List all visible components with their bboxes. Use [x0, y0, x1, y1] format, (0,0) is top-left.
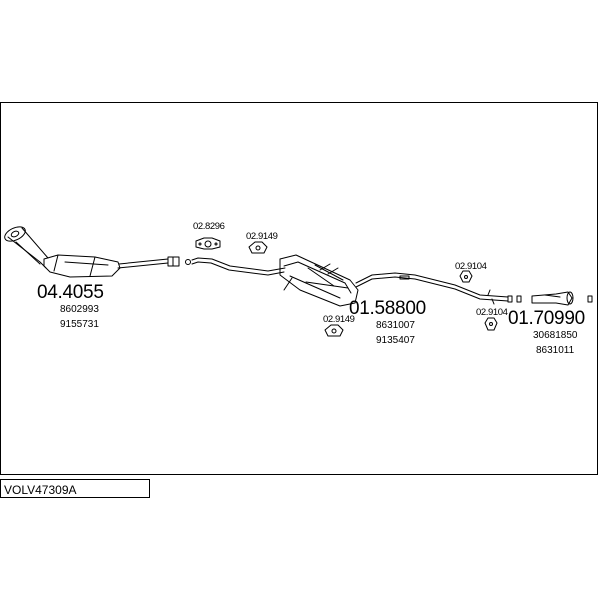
pipe-connector	[167, 256, 191, 267]
diagram-code-box: VOLV47309A	[0, 479, 150, 498]
center-muffler-part[interactable]	[279, 254, 359, 307]
center-muffler-number: 01.58800	[349, 298, 426, 319]
rear-pipe-part[interactable]	[531, 291, 593, 306]
hanger-a-part[interactable]	[248, 241, 268, 254]
hanger-d-part[interactable]	[484, 317, 498, 331]
hanger-d-number: 02.9104	[476, 307, 508, 318]
gasket-part[interactable]	[195, 237, 221, 250]
center-muffler-ref-2: 9135407	[376, 335, 415, 346]
catalytic-converter-part[interactable]	[2, 224, 169, 278]
hanger-b-number: 02.9149	[323, 314, 355, 325]
catalytic-converter-ref-1: 8602993	[60, 304, 99, 315]
hanger-b-part[interactable]	[324, 324, 344, 337]
hanger-c-part[interactable]	[459, 270, 473, 283]
center-muffler-ref-1: 8631007	[376, 320, 415, 331]
tailpipe[interactable]	[355, 272, 522, 305]
intermediate-pipe[interactable]	[191, 257, 286, 276]
rear-pipe-ref-1: 30681850	[533, 330, 578, 341]
catalytic-converter-ref-2: 9155731	[60, 319, 99, 330]
diagram-code: VOLV47309A	[4, 483, 77, 497]
diagram-frame	[0, 102, 598, 475]
rear-pipe-number: 01.70990	[508, 308, 585, 329]
hanger-a-number: 02.9149	[246, 231, 278, 242]
hanger-c-number: 02.9104	[455, 261, 487, 272]
gasket-number: 02.8296	[193, 221, 225, 232]
catalytic-converter-number: 04.4055	[37, 282, 104, 303]
rear-pipe-ref-2: 8631011	[536, 345, 575, 356]
